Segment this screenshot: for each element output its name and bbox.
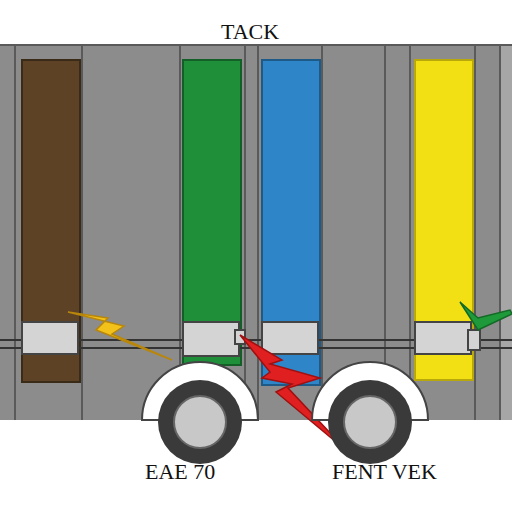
yellow-lightning xyxy=(68,312,172,360)
green-check xyxy=(460,302,512,330)
bottom-label: FENT VEK xyxy=(332,461,437,483)
blue-bar xyxy=(262,60,320,385)
wheels xyxy=(142,362,428,464)
title-text: TACK xyxy=(221,21,279,43)
body-edge xyxy=(500,45,512,420)
truck-body xyxy=(0,45,512,420)
bottom-label: EAE 70 xyxy=(145,461,215,483)
clamps xyxy=(22,322,480,356)
panel-seams xyxy=(0,45,512,420)
brown-bar xyxy=(22,60,80,382)
yellow-bar xyxy=(415,60,473,380)
green-bar xyxy=(183,60,241,365)
